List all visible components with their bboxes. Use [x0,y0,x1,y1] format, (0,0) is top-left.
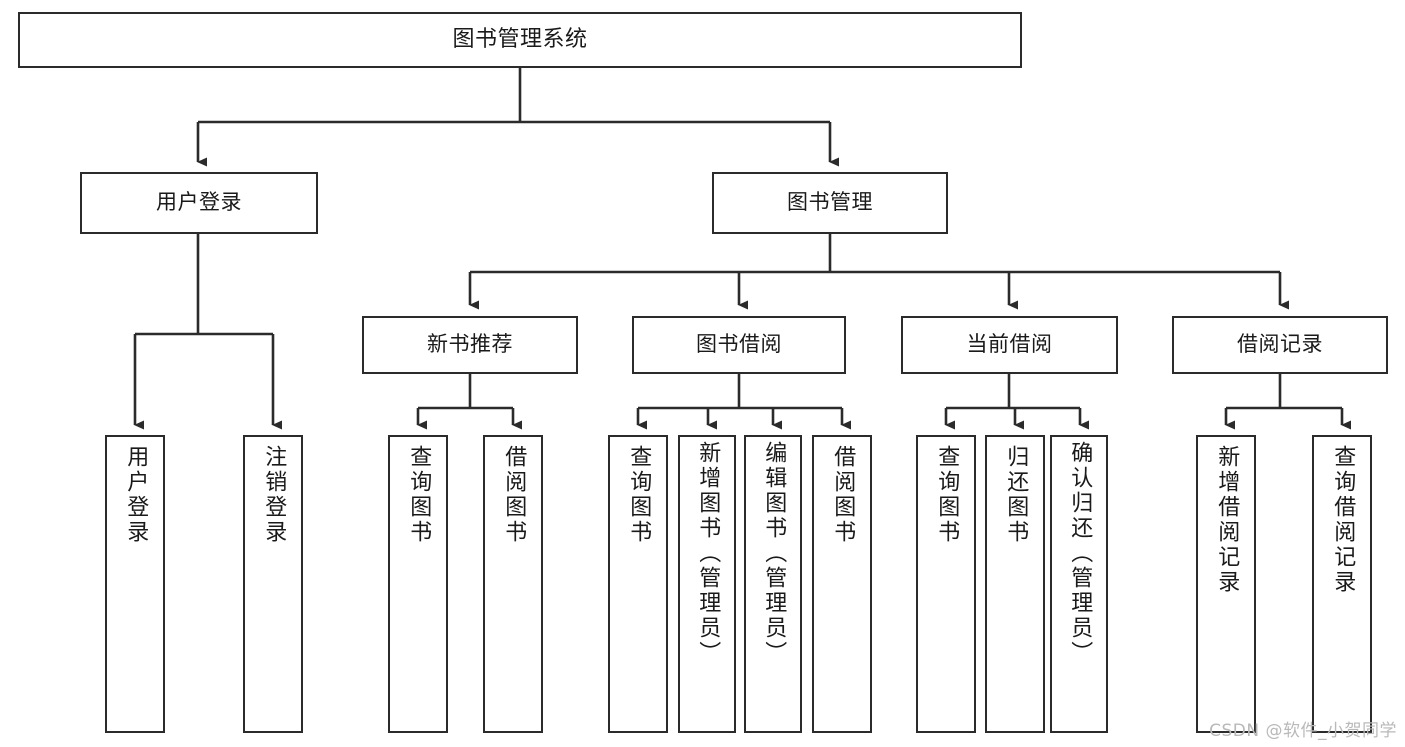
node-label: 确认归还（管理员） [1067,441,1093,666]
node-current-borrow[interactable]: 当前借阅 [901,316,1118,374]
node-leaf-current-query-book[interactable]: 查询图书 [916,435,976,733]
node-leaf-user-login[interactable]: 用户登录 [105,435,165,733]
node-leaf-add-book-admin[interactable]: 新增图书（管理员） [678,435,736,733]
node-leaf-confirm-return-admin[interactable]: 确认归还（管理员） [1050,435,1108,733]
node-leaf-recommend-query-book[interactable]: 查询图书 [388,435,448,733]
node-book-management[interactable]: 图书管理 [712,172,948,234]
node-label: 借阅图书 [830,445,856,545]
node-label: 当前借阅 [966,332,1053,357]
node-leaf-query-borrow-record[interactable]: 查询借阅记录 [1312,435,1372,733]
node-leaf-edit-book-admin[interactable]: 编辑图书（管理员） [744,435,802,733]
node-label: 新增借阅记录 [1214,445,1240,595]
node-label: 查询借阅记录 [1330,445,1356,595]
node-label: 借阅记录 [1237,332,1323,357]
node-label: 图书管理 [787,190,873,215]
node-leaf-return-book[interactable]: 归还图书 [985,435,1045,733]
node-label: 新书推荐 [427,332,513,357]
node-root-library-system[interactable]: 图书管理系统 [18,12,1022,68]
node-leaf-add-borrow-record[interactable]: 新增借阅记录 [1196,435,1256,733]
node-label: 图书管理系统 [452,26,588,52]
node-label: 图书借阅 [696,332,782,357]
node-user-login[interactable]: 用户登录 [80,172,318,234]
node-leaf-logout[interactable]: 注销登录 [243,435,303,733]
watermark: CSDN @软件_小贺同学 [1209,721,1397,741]
node-label: 查询图书 [626,445,652,545]
node-label: 新增图书（管理员） [695,441,721,666]
node-label: 查询图书 [934,445,960,545]
node-label: 借阅图书 [501,445,527,545]
node-label: 用户登录 [123,445,149,545]
node-label: 归还图书 [1003,445,1029,545]
node-label: 编辑图书（管理员） [761,441,787,666]
node-label: 用户登录 [156,190,242,215]
node-label: 查询图书 [406,445,432,545]
node-leaf-borrow-book[interactable]: 借阅图书 [812,435,872,733]
node-borrow-record[interactable]: 借阅记录 [1172,316,1388,374]
node-book-borrow[interactable]: 图书借阅 [632,316,846,374]
node-label: 注销登录 [261,445,287,545]
node-new-book-recommend[interactable]: 新书推荐 [362,316,578,374]
node-leaf-borrow-query-book[interactable]: 查询图书 [608,435,668,733]
node-leaf-recommend-borrow-book[interactable]: 借阅图书 [483,435,543,733]
